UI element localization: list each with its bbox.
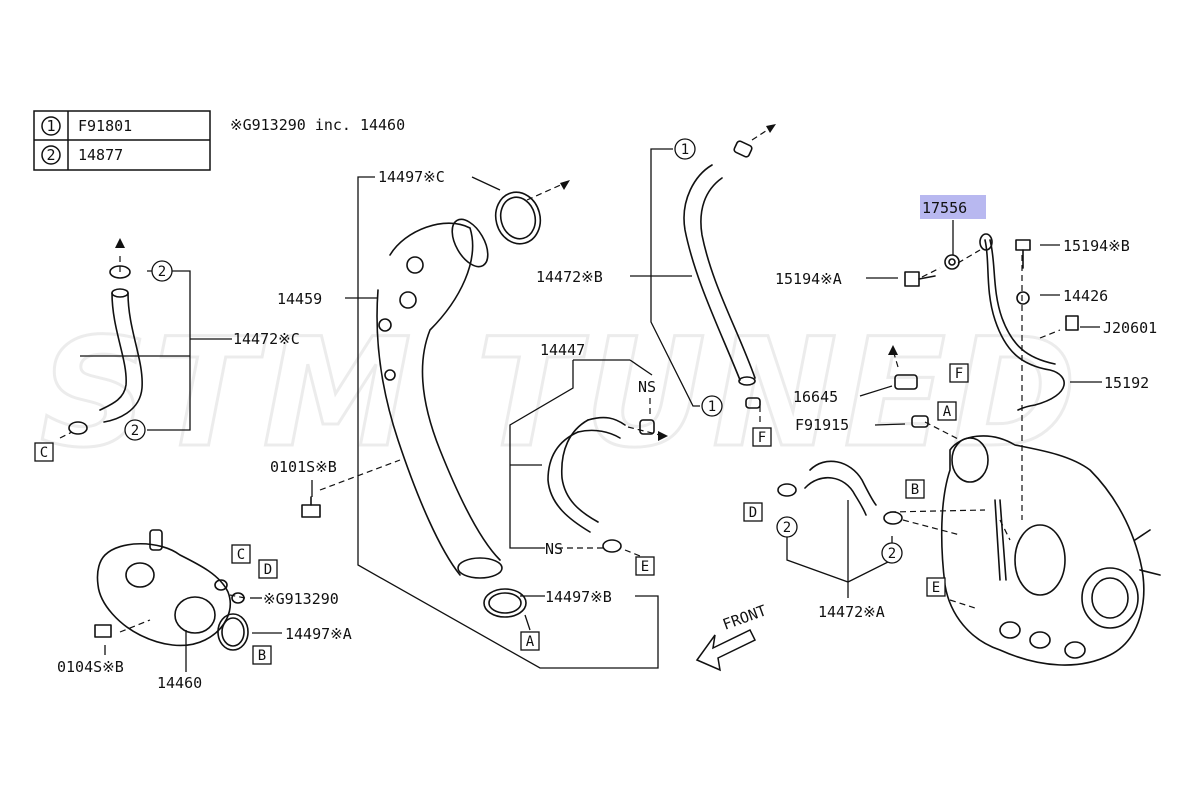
fitting-F91915 [911,415,929,428]
front-indicator: FRONT [695,601,769,672]
bolt-icon [904,271,920,287]
watermark: STM TUNED [40,307,1082,481]
part-label-15192: 15192 [1104,374,1149,392]
hose-14447 [547,431,591,533]
callout-D: D [264,562,272,578]
part-label-0101S: 0101S※B [270,458,337,476]
clamp-icon [109,265,131,279]
oring-icon [214,579,228,591]
bolt-0101S [301,504,321,518]
dashed-connectors [59,126,1061,633]
part-label-G913290: ※G913290 [263,590,339,608]
part-label-14472A: 14472※A [818,603,885,621]
part-label-14472C: 14472※C [233,330,300,348]
callout-D: D [749,505,757,521]
clamp-icon [602,539,622,553]
part-label-14497A: 14497※A [285,625,352,643]
hose-14472A [809,460,877,506]
clamp-icon [733,140,753,158]
legend-code-2: 14877 [78,146,123,164]
callout-E: E [641,559,649,575]
arrow-icon [560,180,570,190]
clamp-icon [639,419,655,435]
part-label-J20601: J20601 [1103,319,1157,337]
callout-B: B [911,482,919,498]
legend-code-1: F91801 [78,117,132,135]
callout-C: C [237,547,245,563]
part-label-14497C: 14497※C [378,168,445,186]
legend-callout-2-icon [41,145,61,165]
part-label-14447: 14447 [540,341,585,359]
callout-A: A [943,404,952,420]
ns-label: NS [545,540,563,558]
part-label-16645: 16645 [793,388,838,406]
hose-14472C [99,292,127,411]
callout-F: F [955,366,963,382]
arrow-icon [766,124,776,133]
arrow-icon [888,345,898,355]
part-label-14460: 14460 [157,674,202,692]
hose-14472B [683,164,741,381]
legend-num-2: 2 [46,146,55,164]
legend-callout-1-icon [41,116,61,136]
part-label-15194B: 15194※B [1063,237,1130,255]
housing-14460 [96,542,232,647]
part-label-14497B: 14497※B [545,588,612,606]
callout-1: 1 [708,399,716,415]
part-label-15194A: 15194※A [775,270,842,288]
front-arrow-icon [695,629,757,672]
callout-2: 2 [888,546,896,562]
bracket-16645 [894,374,918,390]
callout-A: A [526,634,535,650]
bolt-icon [1015,239,1031,251]
highlight-17556 [920,195,986,219]
oil-line-15192 [984,239,1065,411]
clamp-icon [745,397,761,409]
oring-14497B [483,588,527,618]
callout-C: C [40,445,48,461]
part-label-0104S: 0104S※B [57,658,124,676]
oring-14497C [494,191,542,245]
callout-2: 2 [783,520,791,536]
legend-table [33,110,211,171]
callout-F: F [758,430,766,446]
box-callouts [34,363,969,665]
arrow-icon [115,238,125,248]
callout-2: 2 [158,264,166,280]
part-label-14459: 14459 [277,290,322,308]
callout-1: 1 [681,142,689,158]
callout-E: E [932,580,940,596]
clamp-icon [883,511,903,525]
bolt-0104S [94,624,112,638]
circle-callouts [124,138,903,564]
washer-icon [1016,291,1030,305]
washer-icon [944,254,960,270]
clamp-icon [777,483,797,497]
legend-num-1: 1 [46,117,55,135]
ns-label: NS [638,378,656,396]
oring-14497A [217,613,249,651]
parts-art [68,140,1161,666]
oring-icon [231,592,245,604]
arrow-icon [658,431,668,441]
part-label-F91915: F91915 [795,416,849,434]
intake-pipe-14459 [389,222,501,561]
part-label-14426: 14426 [1063,287,1108,305]
callout-B: B [258,648,266,664]
part-label-17556: 17556 [922,199,967,217]
header-note: ※G913290 inc. 14460 [230,116,405,134]
callout-2: 2 [131,423,139,439]
bolt-icon [1065,315,1079,331]
clamp-icon [68,421,88,435]
part-label-14472B: 14472※B [536,268,603,286]
flow-arrows [115,124,898,441]
front-label: FRONT [720,601,769,633]
